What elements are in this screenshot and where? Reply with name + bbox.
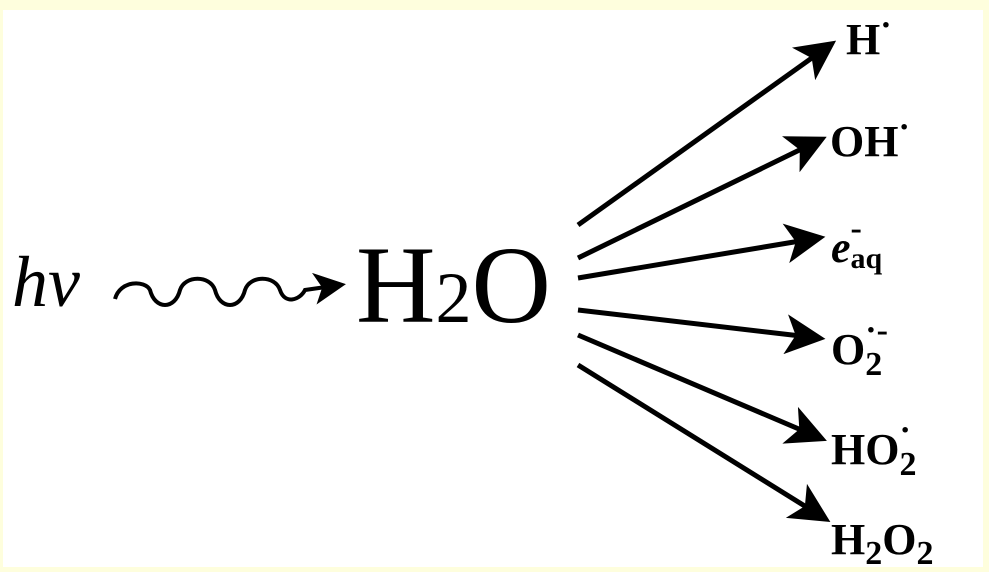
photon-label: hv	[12, 242, 80, 322]
product-ho2-sup: ·	[899, 412, 911, 449]
water-h: H	[356, 224, 436, 346]
water-o: O	[471, 224, 551, 346]
product-h2o2: H2O2	[831, 515, 933, 571]
product-h-base: H	[846, 15, 881, 64]
photon-wave-arrow	[113, 272, 346, 307]
product-o2-base: O	[831, 325, 866, 374]
product-h-radical: H·	[846, 9, 892, 64]
product-e-aq: e-aq	[831, 212, 899, 274]
product-h-sup: ·	[880, 7, 892, 44]
product-h2o2-h: H	[831, 515, 866, 564]
product-ho2-scripts: ·2	[899, 414, 921, 482]
product-oh-radical: OH·	[830, 111, 910, 166]
arrow-to-e-aq	[577, 223, 826, 281]
product-oh-base: OH	[830, 117, 899, 166]
arrow-to-oh-radical	[576, 136, 827, 261]
product-h2o2-sub1: 2	[865, 535, 883, 572]
product-e-sub: aq	[850, 242, 883, 275]
product-e-base: e	[831, 223, 851, 272]
product-superoxide: O·-2	[831, 314, 888, 382]
product-ho2-radical: HO·2	[831, 414, 921, 482]
product-h2o2-o: O	[882, 515, 917, 564]
product-ho2-sub: 2	[899, 446, 917, 483]
water-molecule-label: H2O	[356, 230, 551, 340]
arrow-to-ho2-radical	[577, 332, 827, 444]
product-ho2-base: HO	[831, 425, 900, 474]
arrow-to-h2o2	[576, 362, 831, 522]
diagram-panel	[3, 10, 983, 567]
product-o2-scripts: ·-2	[865, 314, 888, 382]
product-h2o2-sub2: 2	[916, 535, 934, 572]
water-subscript: 2	[435, 258, 472, 338]
arrow-to-superoxide	[577, 307, 826, 355]
product-oh-sup: ·	[898, 109, 910, 146]
product-o2-sup: ·-	[865, 312, 888, 349]
product-e-scripts: -aq	[851, 212, 899, 274]
product-e-sup: -	[850, 210, 862, 247]
arrow-to-h-radical	[576, 40, 837, 228]
product-o2-sub: 2	[865, 346, 883, 383]
